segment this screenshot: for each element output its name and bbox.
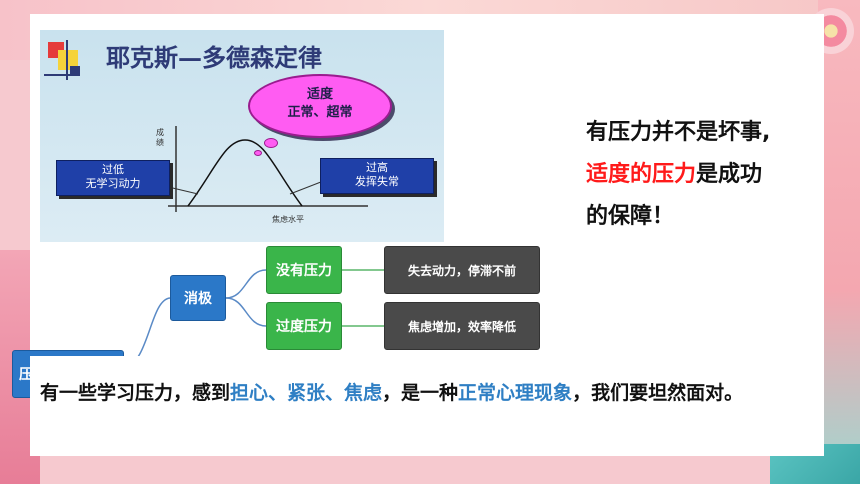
- graph-title: 耶克斯—多德森定律: [106, 43, 322, 72]
- background-right-decoration: [818, 0, 860, 484]
- high-anxiety-label: 过高 发挥失常: [320, 158, 434, 194]
- mindmap-negative-node: 消极: [170, 275, 226, 321]
- low-label-line-1: 过低: [102, 163, 124, 176]
- mindmap-excess-pressure-node: 过度压力: [266, 302, 342, 350]
- graph-curve: [159, 126, 368, 212]
- statement-part3: ，是一种: [382, 382, 459, 404]
- statement-part5: ，我们要坦然面对。: [572, 382, 744, 404]
- logo-yellow-square-icon: [58, 50, 78, 70]
- mindmap-no-pressure-detail: 失去动力，停滞不前: [384, 246, 540, 294]
- low-label-line-2: 无学习动力: [85, 177, 141, 190]
- pressure-statement-part1: 有压力并不是坏事,: [586, 120, 771, 145]
- statement-normal-phenomenon: 正常心理现象: [458, 382, 573, 404]
- pressure-statement-part3: 是成功的保障！: [586, 162, 763, 229]
- statement-emotions: 担心、紧张、焦虑: [230, 382, 383, 404]
- x-axis-label: 焦虑水平: [272, 215, 304, 224]
- mindmap-no-pressure-node: 没有压力: [266, 246, 342, 294]
- pressure-statement: 有压力并不是坏事, 适度的压力是成功的保障！: [586, 112, 782, 238]
- statement-part1: 有一些学习压力，感到: [40, 382, 231, 404]
- cloud-bubble-icon: [264, 138, 278, 148]
- bottom-statement: 有一些学习压力，感到担心、紧张、焦虑，是一种正常心理现象，我们要坦然面对。: [30, 356, 824, 456]
- logo-navy-square-icon: [70, 66, 80, 76]
- cloud-bubble-small-icon: [254, 150, 262, 156]
- high-label-line-1: 过高: [366, 161, 388, 174]
- thought-cloud: 适度 正常、超常: [248, 74, 392, 138]
- logo-line-vertical-icon: [66, 40, 68, 80]
- cloud-line-2: 正常、超常: [287, 105, 353, 120]
- yerkes-dodson-graph: 耶克斯—多德森定律 适度 正常、超常 过低 无学习动力 过高 发挥失常 成绩 焦…: [40, 30, 444, 242]
- low-anxiety-label: 过低 无学习动力: [56, 160, 170, 196]
- pressure-statement-highlight: 适度的压力: [586, 162, 697, 187]
- high-label-line-2: 发挥失常: [355, 175, 399, 188]
- y-axis-label: 成绩: [156, 128, 164, 147]
- mindmap-excess-pressure-detail: 焦虑增加，效率降低: [384, 302, 540, 350]
- cloud-line-1: 适度: [306, 87, 333, 102]
- logo-line-icon: [44, 74, 76, 76]
